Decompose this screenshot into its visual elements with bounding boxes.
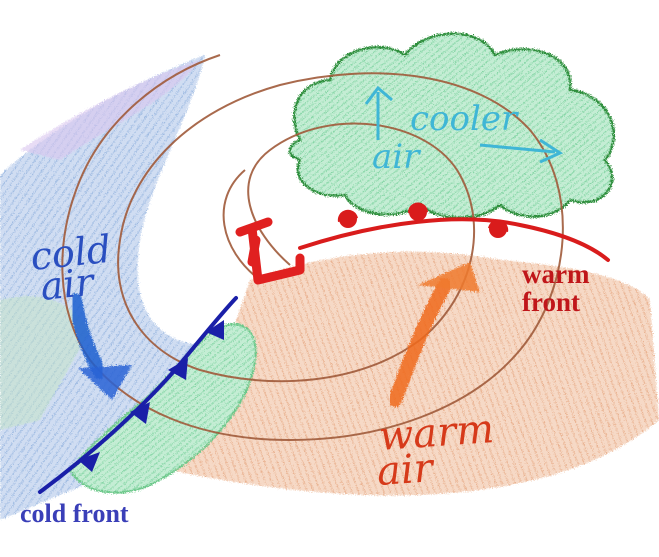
warm-air-region xyxy=(170,251,659,496)
warm-front-label: warm front xyxy=(522,260,622,316)
warm-air-text: warm air xyxy=(375,406,495,495)
warm-front-label-line2: front xyxy=(522,287,580,317)
cold-air-arrow xyxy=(68,293,132,400)
cooler-air-text-line2: air xyxy=(372,137,421,177)
warm-front-line xyxy=(298,202,610,262)
cold-front-line xyxy=(38,296,238,494)
cooler-air-text-line1: cooler xyxy=(410,99,519,139)
warm-air-arrow xyxy=(388,262,480,407)
cold-air-text-line1: cold xyxy=(28,227,113,279)
cooler-air-text: cooler air xyxy=(372,99,519,177)
cold-air-text-line2: air xyxy=(38,259,98,309)
cooler-air-arrows xyxy=(364,85,564,164)
warm-front-label-line1: warm xyxy=(522,259,590,289)
low-pressure-symbol xyxy=(235,217,305,285)
cold-air-text: cold air xyxy=(28,227,113,309)
cooler-air-cloud xyxy=(288,32,616,219)
low-pressure-letter: L xyxy=(0,0,1,1)
warm-air-text-line1: warm xyxy=(377,406,495,460)
warm-air-text-line2: air xyxy=(375,445,437,495)
cold-front-label: cold front xyxy=(20,499,129,528)
